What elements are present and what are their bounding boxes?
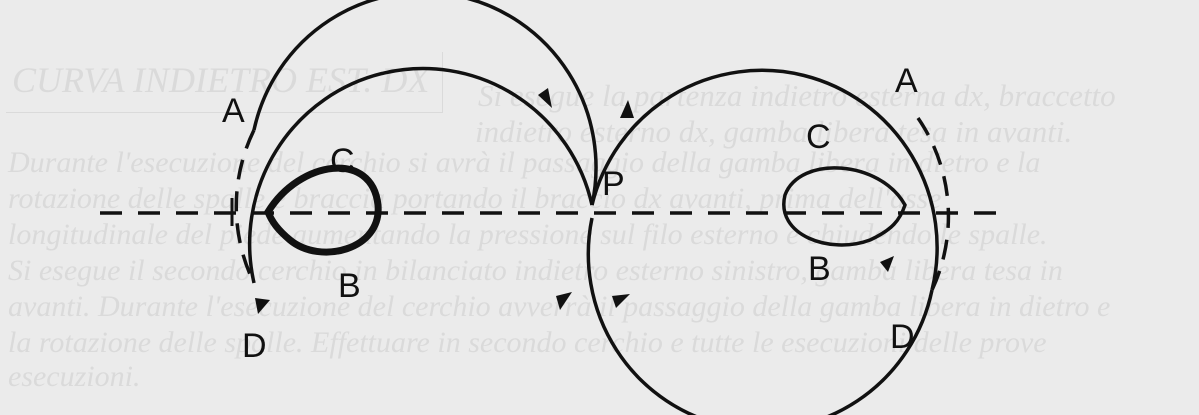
right-circle-lower	[586, 217, 934, 415]
right-loop	[782, 166, 907, 247]
faded-line-5: longitudinale del piede aumentando la pr…	[8, 218, 1048, 251]
heading-box	[6, 52, 443, 113]
left-circle-top	[252, 0, 598, 206]
label-right-d: D	[890, 318, 915, 356]
arrow-left-top	[538, 88, 552, 108]
right-circle	[590, 68, 939, 291]
faded-line-9: esecuzioni.	[8, 360, 141, 393]
left-loop	[264, 164, 382, 256]
faded-line-8: la rotazione delle spalle. Effettuare in…	[8, 326, 1047, 359]
label-left-c: C	[330, 142, 355, 180]
arrow-right-top	[620, 100, 634, 118]
label-right-a: A	[895, 62, 918, 100]
label-right-c: C	[806, 118, 831, 156]
arrow-right-lower-side	[880, 256, 894, 272]
label-center-p: P	[602, 165, 625, 203]
label-right-b: B	[808, 250, 831, 288]
left-circle-dashed-arc	[234, 129, 256, 284]
left-circle	[247, 66, 594, 284]
arrow-right-bottom	[612, 294, 630, 308]
arrow-left-lower-side	[255, 298, 270, 314]
label-left-d: D	[242, 327, 267, 365]
faded-line-2: indietro esterno dx, gamba libera tesa i…	[475, 114, 1073, 149]
arrow-left-bottom	[556, 292, 572, 310]
label-left-a: A	[222, 92, 245, 130]
label-left-b: B	[338, 267, 361, 305]
